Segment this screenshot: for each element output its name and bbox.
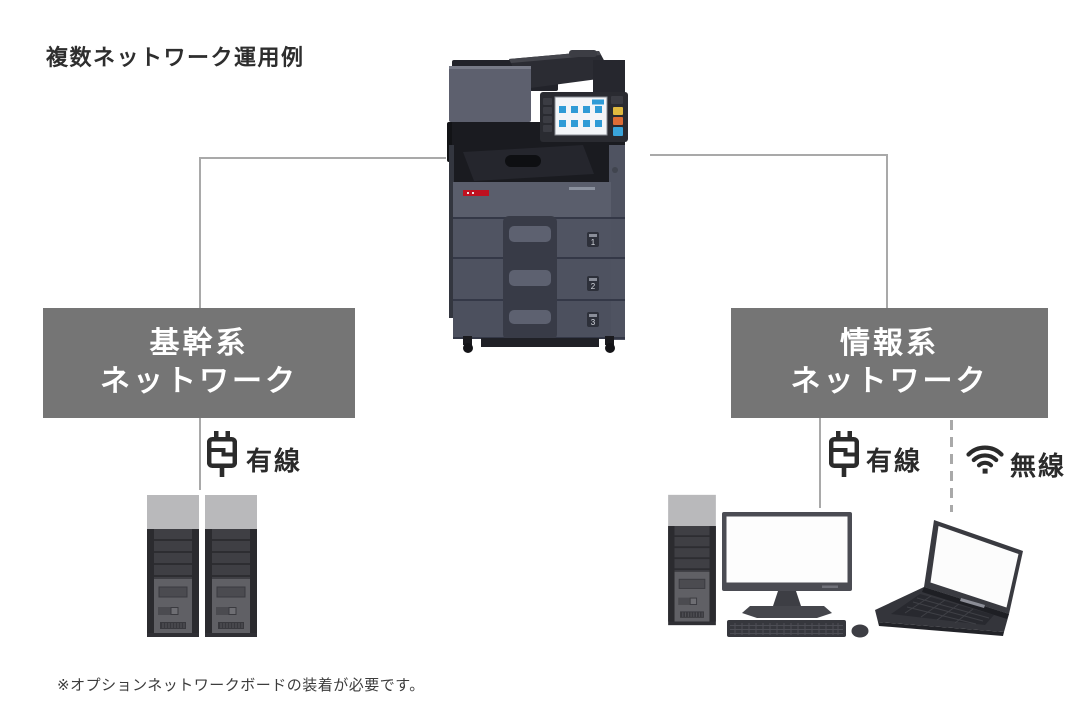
connector-right-wireless-dashed xyxy=(950,420,953,512)
mouse-icon xyxy=(851,624,869,638)
core-network-label-line1: 基幹系 xyxy=(149,326,249,360)
wired-label-right: 有線 xyxy=(866,446,923,476)
server-tower-icon xyxy=(205,495,257,637)
connector-right-vertical-top xyxy=(886,154,888,308)
keyboard-icon xyxy=(727,620,846,637)
info-network-label-line1: 情報系 xyxy=(840,326,939,360)
desktop-monitor-icon xyxy=(722,512,852,618)
info-network-box: 情報系 ネットワーク xyxy=(731,308,1048,418)
core-network-box: 基幹系 ネットワーク xyxy=(43,308,355,418)
connector-left-vertical-top xyxy=(199,157,201,308)
wired-lan-icon xyxy=(829,431,859,477)
printer-drawer-3-badge: 3 xyxy=(591,318,596,327)
connector-left-horizontal xyxy=(200,157,446,159)
core-network-label-line2: ネットワーク xyxy=(100,365,298,398)
wired-label-left: 有線 xyxy=(246,446,303,476)
printer-drawer-2-badge: 2 xyxy=(591,282,596,291)
printer-image: 1 2 3 xyxy=(447,50,628,353)
printer-drawer-1-badge: 1 xyxy=(591,238,596,247)
printer-control-panel xyxy=(540,92,628,142)
printer-drawers: 1 2 3 xyxy=(453,216,625,340)
laptop-icon xyxy=(875,520,1023,636)
connector-right-horizontal xyxy=(650,154,888,156)
printer-lid xyxy=(449,66,531,122)
wireless-label: 無線 xyxy=(1010,451,1067,481)
info-network-label-line2: ネットワーク xyxy=(790,365,989,398)
diagram-title: 複数ネットワーク運用例 xyxy=(46,45,305,70)
printer-logo xyxy=(463,190,489,196)
server-tower-icon xyxy=(147,495,199,637)
wired-lan-icon xyxy=(207,431,237,477)
connector-left-vertical-bottom xyxy=(199,418,201,490)
footnote: ※オプションネットワークボードの装着が必要です。 xyxy=(57,677,425,694)
wifi-icon xyxy=(966,445,1004,474)
server-tower-icon xyxy=(668,494,716,626)
connector-right-wired-vertical xyxy=(819,418,821,508)
